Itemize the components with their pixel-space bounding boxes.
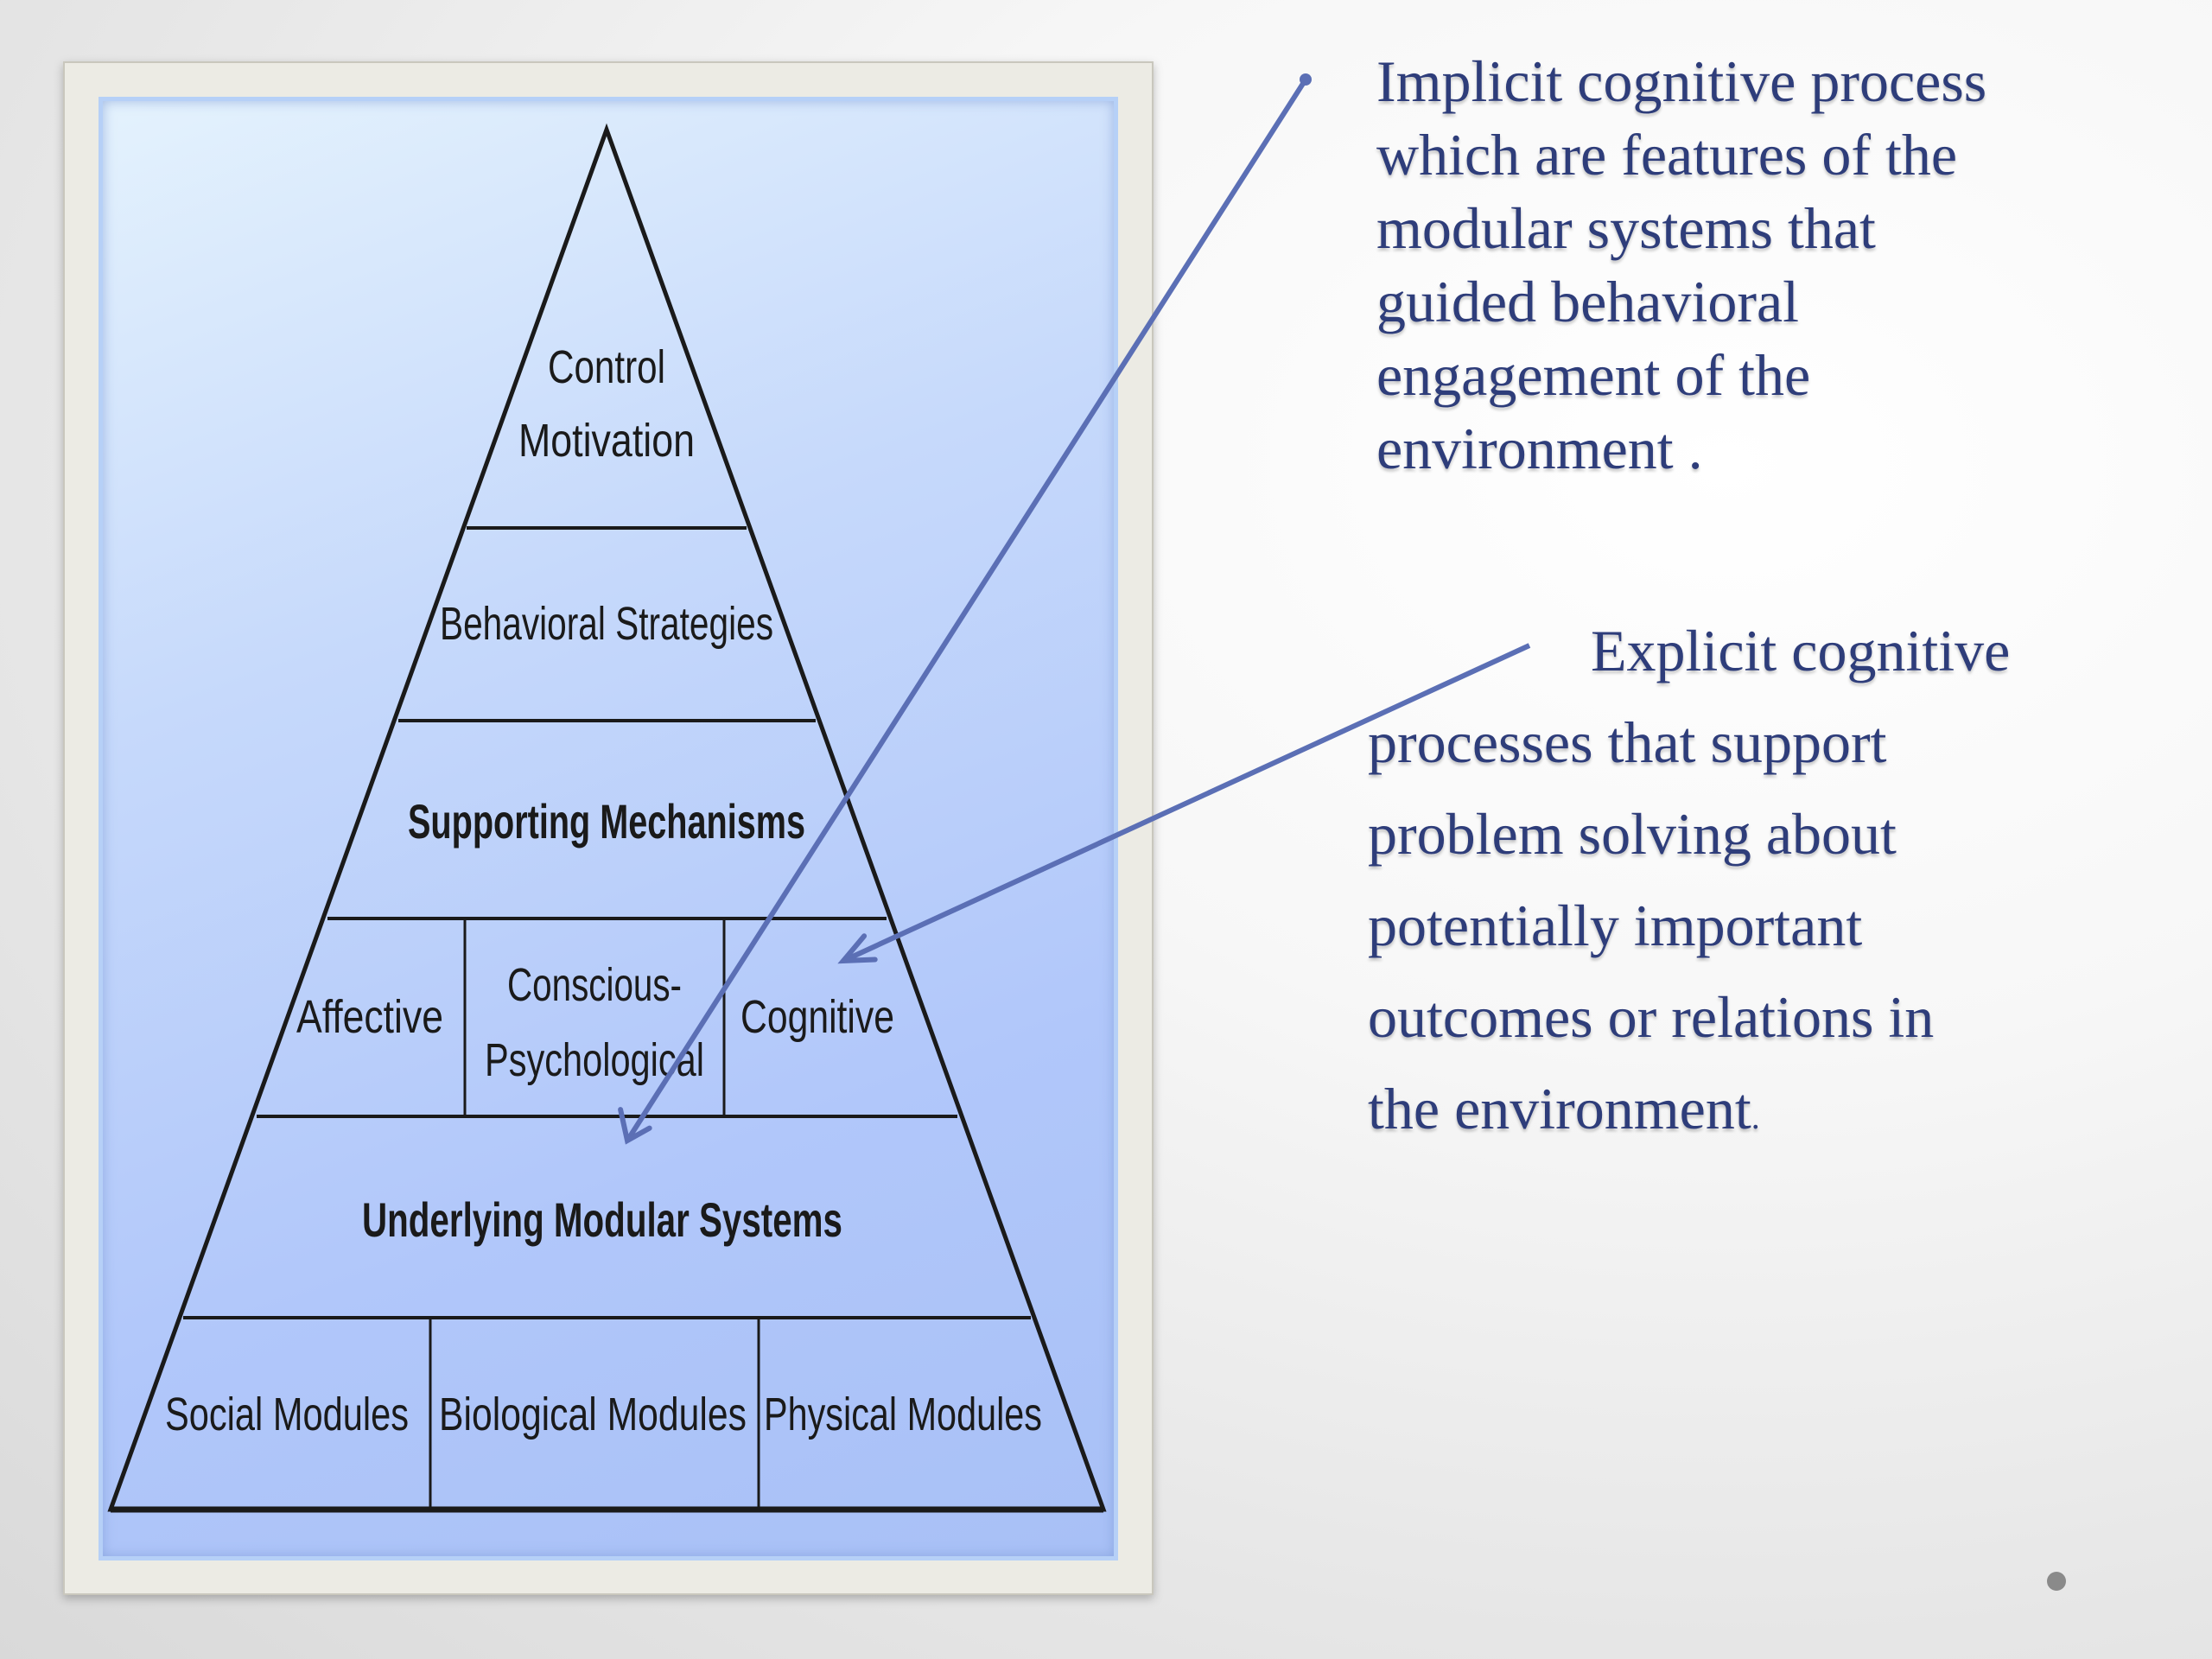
implicit-callout: Implicit cognitive process which are fea… xyxy=(1376,45,2189,486)
explicit-line-1: Explicit cognitive xyxy=(1591,618,2011,683)
apex-label-control: Control xyxy=(548,341,665,393)
explicit-end-mark: . xyxy=(1751,1097,1760,1136)
implicit-line-2: which are features of the xyxy=(1376,122,1958,188)
explicit-line-4: potentially important xyxy=(1368,893,1863,958)
explicit-arrow-line xyxy=(842,643,1531,963)
explicit-line-2: processes that support xyxy=(1368,709,1887,775)
implicit-arrow-start-dot xyxy=(1300,73,1312,86)
explicit-line-3: problem solving about xyxy=(1368,801,1897,867)
supporting-mechanisms-label: Supporting Mechanisms xyxy=(408,794,805,849)
biological-modules-label: Biological Modules xyxy=(439,1389,747,1440)
social-modules-label: Social Modules xyxy=(165,1389,409,1440)
conscious-label: Conscious- xyxy=(507,959,682,1011)
implicit-line-1: Implicit cognitive process xyxy=(1376,48,1987,114)
implicit-arrow-line xyxy=(625,78,1308,1142)
behavioral-strategies-label: Behavioral Strategies xyxy=(440,598,773,650)
implicit-line-4: guided behavioral xyxy=(1376,269,1800,334)
explicit-line-5: outcomes or relations in xyxy=(1368,984,1935,1050)
affective-label: Affective xyxy=(296,991,443,1043)
psychological-label: Psychological xyxy=(485,1034,704,1086)
explicit-arrowhead-icon xyxy=(837,933,878,964)
explicit-callout: Explicit cognitive processes that suppor… xyxy=(1368,605,2145,1163)
implicit-line-6: environment . xyxy=(1376,416,1703,481)
implicit-line-3: modular systems that xyxy=(1376,195,1876,261)
explicit-line-6: the environment xyxy=(1368,1076,1751,1141)
implicit-arrowhead-icon xyxy=(618,1107,652,1145)
cognitive-label: Cognitive xyxy=(741,991,894,1043)
underlying-modular-systems-label: Underlying Modular Systems xyxy=(362,1192,842,1247)
physical-modules-label: Physical Modules xyxy=(764,1389,1042,1440)
slide-bullet-dot xyxy=(2047,1572,2066,1591)
implicit-line-5: engagement of the xyxy=(1376,342,1811,408)
apex-label-motivation: Motivation xyxy=(518,415,695,467)
